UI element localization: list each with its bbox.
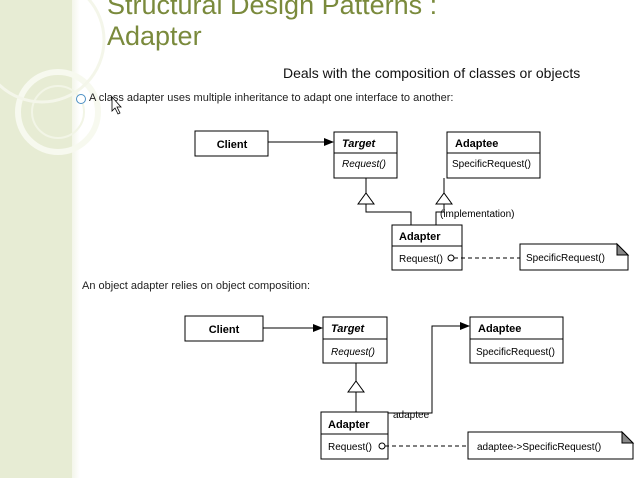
target-class: Target Request() — [333, 131, 398, 179]
adapter-label: Adapter — [399, 231, 441, 243]
adapter-class-2: Adapter Request() — [320, 411, 389, 460]
target-label-2: Target — [331, 323, 366, 335]
client-class: Client — [194, 130, 269, 157]
note-text-2: adaptee->SpecificRequest() — [477, 442, 601, 453]
adapter-target-inheritance — [357, 178, 412, 225]
note-anchor — [447, 254, 455, 262]
object-adapter-caption: An object adapter relies on object compo… — [82, 280, 311, 292]
left-band-edge — [72, 0, 80, 478]
adapter-adaptee-association — [388, 322, 470, 414]
note-box-2: adaptee->SpecificRequest() — [467, 430, 635, 460]
title-line-1: Structural Design Patterns : — [107, 0, 438, 20]
client-label: Client — [217, 139, 248, 151]
title-line-2: Adapter — [107, 21, 202, 51]
target-operation-2: Request() — [331, 347, 375, 358]
object-adapter-diagram: Client Target Request() Adaptee Specific… — [184, 315, 635, 460]
client-class-2: Client — [184, 315, 264, 342]
adapter-target-inheritance-2 — [347, 363, 365, 412]
adapter-operation-2: Request() — [328, 442, 372, 453]
mouse-cursor-icon — [111, 95, 122, 115]
target-class-2: Target Request() — [322, 316, 388, 364]
bullet-icon — [76, 94, 86, 104]
note-anchor-2 — [378, 442, 386, 450]
slide-title: Structural Design Patterns : Adapter — [107, 0, 437, 52]
adapter-class: Adapter Request() — [391, 224, 463, 271]
adapter-operation: Request() — [399, 254, 443, 265]
class-adapter-diagram: Client Target Request() Adaptee Specific… — [194, 130, 630, 271]
note-text: SpecificRequest() — [526, 253, 605, 264]
client-label-2: Client — [209, 324, 240, 336]
target-label: Target — [342, 138, 377, 150]
implementation-label: (implementation) — [440, 209, 514, 220]
adaptee-class: Adaptee SpecificRequest() — [446, 131, 541, 179]
adapter-label-2: Adapter — [328, 419, 370, 431]
note-box: SpecificRequest() — [519, 242, 630, 271]
slide-subtitle: Deals with the composition of classes or… — [283, 65, 581, 81]
class-adapter-caption: A class adapter uses multiple inheritanc… — [89, 92, 454, 104]
adapter-adaptee-inheritance — [435, 178, 453, 225]
adaptee-operation: SpecificRequest() — [452, 159, 531, 170]
adaptee-label-2: Adaptee — [478, 323, 521, 335]
adaptee-label: Adaptee — [455, 138, 498, 150]
adaptee-operation-2: SpecificRequest() — [476, 347, 555, 358]
adaptee-class-2: Adaptee SpecificRequest() — [469, 316, 564, 364]
target-operation: Request() — [342, 159, 386, 170]
adaptee-relation-label: adaptee — [393, 410, 430, 421]
